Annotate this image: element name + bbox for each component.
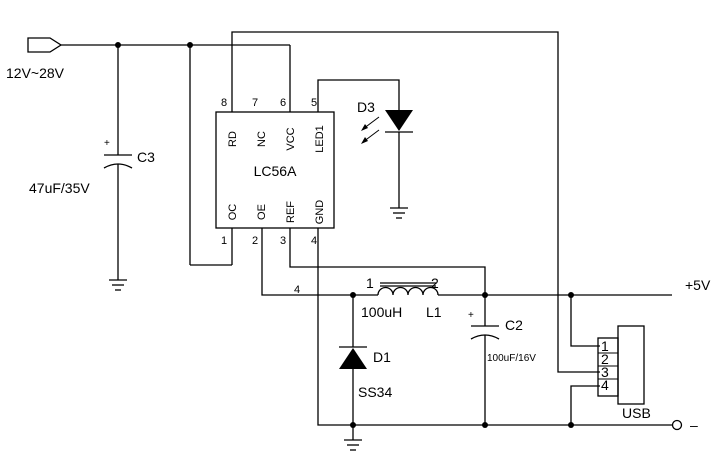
- junction-dot: [350, 292, 356, 298]
- pin-name-oc: OC: [227, 204, 239, 221]
- junction-dot: [482, 292, 488, 298]
- c3-ref: C3: [137, 149, 155, 165]
- input-voltage-label: 12V~28V: [6, 65, 65, 81]
- wire-gnd: [317, 228, 353, 426]
- diode-d1: [339, 295, 367, 425]
- d1-ref: D1: [373, 349, 391, 365]
- wire-oe-net4: [261, 228, 353, 296]
- ic-lc56a: [215, 111, 335, 229]
- pin-name-ref: REF: [285, 201, 297, 223]
- output-ground-terminal: [671, 419, 683, 431]
- wire-usb-pin4: [570, 385, 600, 425]
- led-d3: [317, 79, 413, 219]
- pin-number-4: 4: [311, 235, 317, 247]
- pin-number-5: 5: [311, 97, 317, 109]
- usb-pin-4: 4: [601, 377, 609, 393]
- pin-number-3: 3: [280, 235, 286, 247]
- c2-polarity: +: [468, 310, 474, 321]
- input-connector: [27, 37, 63, 53]
- pin-name-nc: NC: [256, 131, 268, 147]
- junction-dot: [568, 292, 574, 298]
- pin-number-2: 2: [252, 235, 258, 247]
- output-negative-label: –: [690, 417, 698, 433]
- usb-pin-3: 3: [601, 364, 609, 380]
- wire-rd-to-usb3: [231, 31, 600, 373]
- c3-polarity: +: [104, 138, 110, 149]
- usb-pin-2: 2: [601, 351, 609, 367]
- inductor-l1: [353, 282, 485, 296]
- c3-value: 47uF/35V: [29, 180, 90, 196]
- c2-value: 100uF/16V: [487, 353, 536, 364]
- junction-dot: [187, 42, 193, 48]
- c2-ref: C2: [505, 317, 523, 333]
- pin-name-vcc: VCC: [285, 127, 297, 150]
- capacitor-c3: [103, 45, 133, 291]
- ground-symbol-output: [344, 425, 362, 451]
- junction-dot: [482, 422, 488, 428]
- wire-usb-pin1: [570, 295, 600, 347]
- d1-value: SS34: [358, 384, 392, 400]
- junction-dot: [350, 422, 356, 428]
- junction-dot: [568, 422, 574, 428]
- capacitor-c2: [470, 295, 500, 425]
- output-positive-label: +5V: [685, 277, 711, 293]
- l1-ref: L1: [426, 304, 442, 320]
- pin-name-led1: LED1: [314, 125, 326, 153]
- l1-pin2: 2: [431, 275, 439, 291]
- ic-name: LC56A: [254, 163, 297, 179]
- l1-value: 100uH: [361, 304, 402, 320]
- wire-ref-feedback: [289, 228, 486, 295]
- d3-ref: D3: [357, 99, 375, 115]
- net4-label: 4: [294, 284, 300, 296]
- junction-dot: [115, 42, 121, 48]
- usb-label: USB: [622, 405, 651, 421]
- usb-connector: [597, 325, 645, 405]
- pin-number-7: 7: [252, 97, 258, 109]
- pin-number-6: 6: [280, 97, 286, 109]
- pin-name-rd: RD: [227, 131, 239, 147]
- usb-pin-1: 1: [601, 338, 609, 354]
- l1-pin1: 1: [366, 275, 374, 291]
- pin-name-gnd: GND: [314, 200, 326, 225]
- pin-number-1: 1: [221, 235, 227, 247]
- pin-number-8: 8: [221, 97, 227, 109]
- pin-name-oe: OE: [256, 204, 268, 220]
